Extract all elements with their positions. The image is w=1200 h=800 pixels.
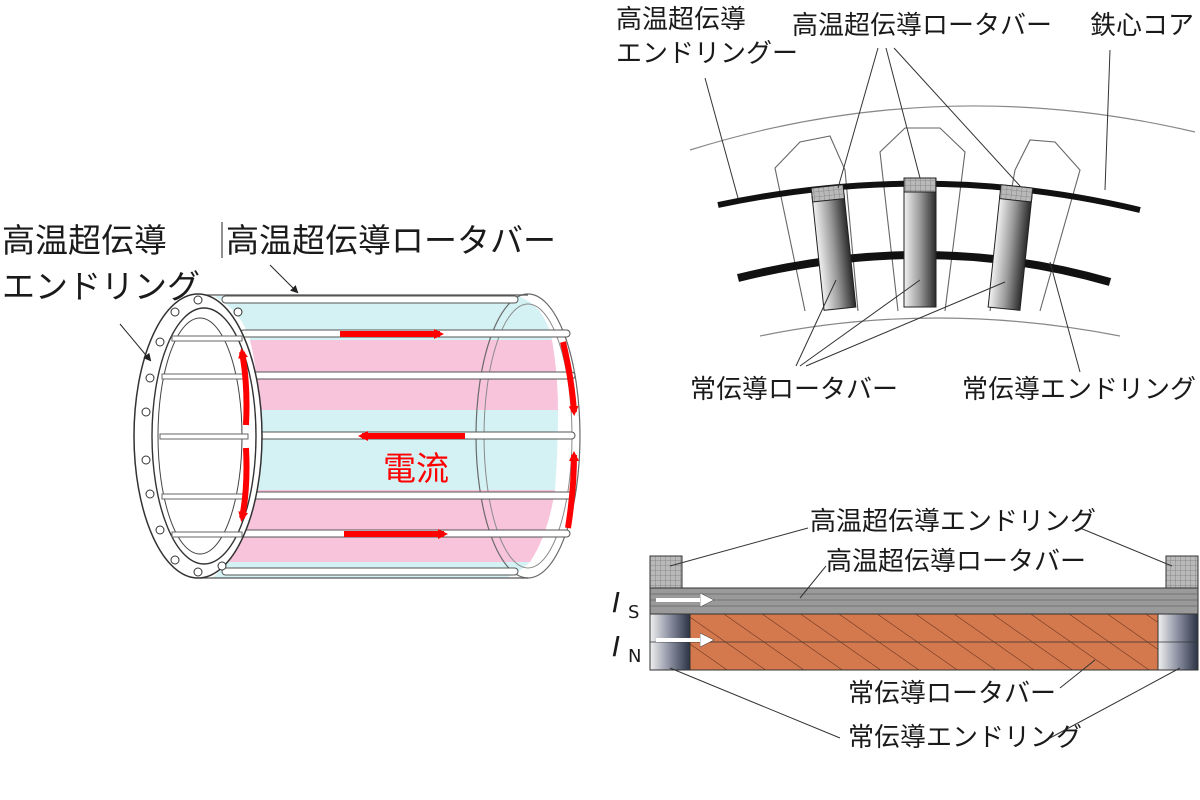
rotor-bar	[221, 567, 519, 576]
rotor-bar-cylinder	[987, 193, 1033, 311]
label-br-hts-endring: 高温超伝導エンドリング	[810, 507, 1096, 537]
leader-line	[837, 47, 879, 189]
hts-endring-block-left	[649, 555, 683, 589]
leader-line	[1059, 659, 1096, 689]
current-arrow-left-lower	[238, 447, 250, 522]
hts-bar-cap	[810, 184, 846, 203]
leader-line	[805, 281, 1006, 367]
leader-line	[885, 47, 921, 179]
iron-core-outer-arc	[689, 105, 1196, 151]
rotor-slot	[879, 127, 966, 312]
bolt-hole	[145, 489, 155, 499]
rotor-bar	[221, 295, 519, 304]
label-br-nc-endring: 常伝導エンドリング	[848, 723, 1082, 753]
near-end-ring-inner	[151, 307, 257, 565]
current-arrow-right-lower	[565, 451, 579, 529]
leader-line	[669, 667, 841, 739]
hts-endring-block-right	[1165, 555, 1199, 589]
current-arrow-right-upper	[560, 341, 579, 416]
leader-line	[893, 47, 1021, 187]
leader-line	[795, 279, 837, 367]
bolt-hole	[193, 567, 203, 577]
bolt-hole	[217, 561, 227, 571]
inner-bar	[161, 493, 247, 500]
rotor-bar	[249, 371, 576, 380]
leader-line	[1049, 261, 1081, 373]
bolt-hole	[155, 525, 165, 535]
label-tr-iron-core: 鉄心コア	[1090, 11, 1194, 41]
bolt-hole	[145, 373, 155, 383]
label-tr-hts-rotorbar: 高温超伝導ロータバー	[792, 11, 1052, 41]
label-in: I N	[612, 630, 641, 667]
leader-line	[799, 279, 921, 367]
label-br-nc-rotorbar: 常伝導ロータバー	[848, 679, 1056, 709]
inner-bar	[161, 373, 247, 380]
leader-line	[704, 77, 739, 199]
leader-line	[1079, 527, 1173, 567]
bolt-hole	[233, 307, 243, 317]
bottom-right-leaders	[669, 527, 1181, 739]
leader-hts-endring	[119, 323, 152, 362]
label-current: 電流	[383, 449, 449, 488]
bolt-hole	[141, 455, 151, 465]
bolt-hole	[141, 407, 151, 417]
label-hts-endring-line1: 高温超伝導	[2, 221, 167, 260]
bolt-hole	[170, 307, 180, 317]
leader-hts-rotorbar	[269, 264, 299, 294]
cage-shading-cyan-top	[214, 296, 552, 340]
rotor-bars	[221, 295, 576, 576]
inner-bars	[159, 335, 249, 538]
label-hts-rotorbar: 高温超伝導ロータバー	[226, 221, 556, 260]
leader-line	[799, 565, 827, 599]
top-right-leaders	[704, 47, 1111, 373]
label-is: I S	[612, 586, 639, 623]
label-is-italic: I	[612, 586, 620, 619]
label-in-sub: N	[628, 646, 641, 667]
flange-bolt-holes	[141, 295, 243, 577]
label-br-hts-rotorbar: 高温超伝導ロータバー	[826, 547, 1086, 577]
hts-bar-cap	[903, 177, 937, 193]
leader-line	[1049, 667, 1181, 739]
label-is-sub: S	[628, 602, 639, 623]
bolt-hole	[155, 337, 165, 347]
top-right-cross-section: 高温超伝導 エンドリングー 高温超伝導ロータバー 鉄心コア 常伝導ロータバー 常…	[616, 5, 1196, 405]
cage-shading-cyan-mid	[256, 410, 558, 490]
bolt-hole	[193, 295, 203, 305]
inner-bar	[171, 335, 243, 342]
hts-layers	[650, 593, 1198, 607]
label-tr-hts-endring-line1: 高温超伝導	[616, 5, 746, 35]
inner-bar	[171, 531, 243, 538]
inner-bar	[159, 433, 249, 440]
rotor-bar	[249, 491, 576, 500]
leader-line	[669, 527, 809, 567]
label-tr-nc-rotorbar: 常伝導ロータバー	[690, 375, 898, 405]
label-hts-endring-line2: エンドリング	[2, 267, 200, 306]
iron-core-inner-arc	[759, 317, 1121, 337]
label-in-italic: I	[612, 630, 620, 663]
bolt-hole	[170, 555, 180, 565]
bottom-right-longitudinal-section: 高温超伝導エンドリング 高温超伝導ロータバー 常伝導ロータバー 常伝導エンドリン…	[612, 507, 1199, 753]
cage-shading-pink-lower	[226, 490, 555, 562]
left-squirrel-cage-diagram: 高温超伝導 エンドリング 高温超伝導ロータバー 電流	[2, 221, 581, 579]
current-arrows	[238, 329, 579, 539]
current-arrow-left-upper	[238, 348, 250, 426]
rotor-bar-cylinder	[903, 186, 937, 308]
label-tr-nc-endring: 常伝導エンドリング	[962, 375, 1196, 405]
hts-rotorbar-strip	[649, 587, 1199, 615]
leader-line	[1104, 49, 1111, 191]
rotor-bar-cylinders	[810, 177, 1034, 311]
label-tr-hts-endring-line2: エンドリングー	[616, 39, 798, 69]
hts-bar-cap	[998, 184, 1034, 203]
